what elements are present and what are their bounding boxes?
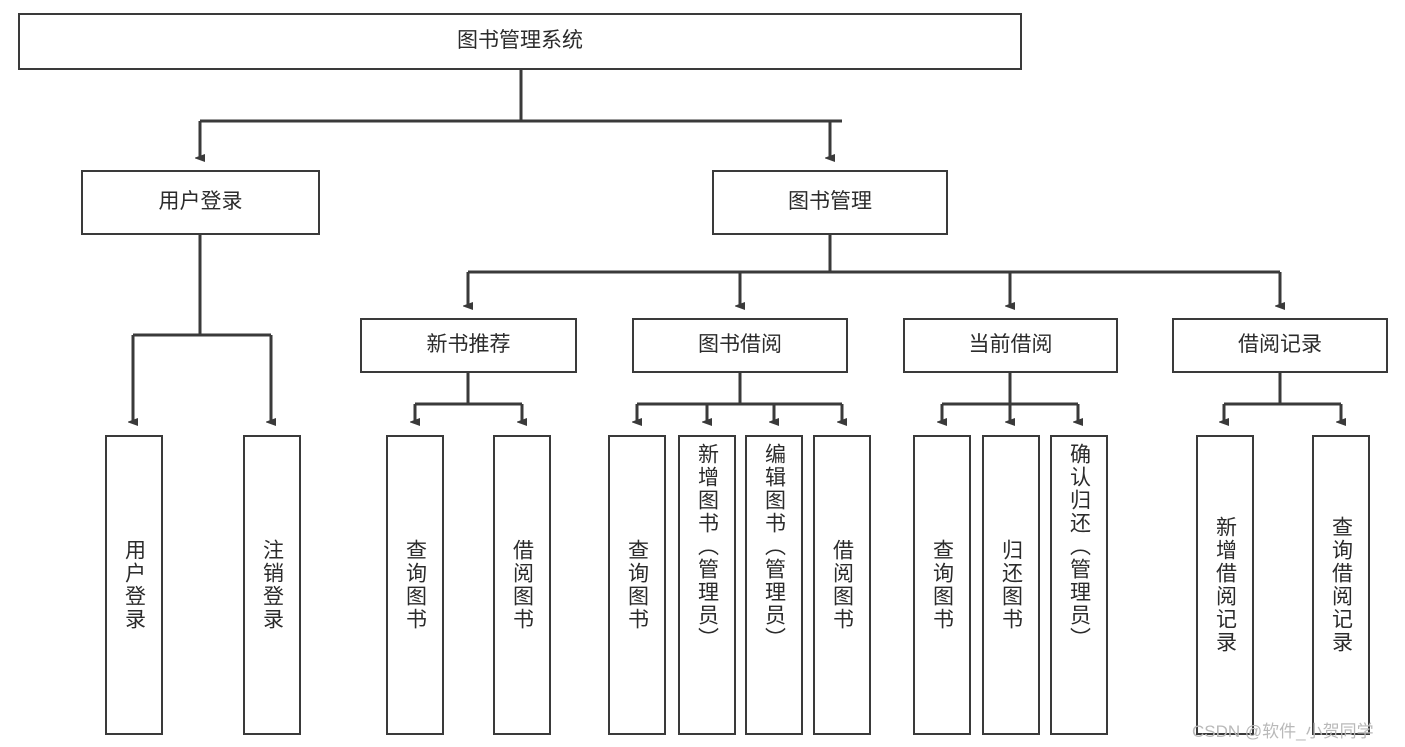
leaf-query-book-2[interactable]: 查询图书	[608, 435, 666, 735]
node-current-borrow-label: 当前借阅	[968, 333, 1053, 357]
leaf-confirm-return[interactable]: 确认归还（管理员）	[1050, 435, 1108, 735]
leaf-return-book[interactable]: 归还图书	[982, 435, 1040, 735]
leaf-add-record[interactable]: 新增借阅记录	[1196, 435, 1254, 735]
node-book-borrow[interactable]: 图书借阅	[632, 318, 848, 373]
node-root-label: 图书管理系统	[457, 29, 583, 53]
leaf-query-book-3[interactable]: 查询图书	[913, 435, 971, 735]
leaf-borrow-book-2[interactable]: 借阅图书	[813, 435, 871, 735]
leaf-borrow-book-1[interactable]: 借阅图书	[493, 435, 551, 735]
node-borrow-record[interactable]: 借阅记录	[1172, 318, 1388, 373]
leaf-borrow-book-1-label: 借阅图书	[510, 539, 534, 631]
node-root[interactable]: 图书管理系统	[18, 13, 1022, 70]
leaf-confirm-return-label: 确认归还（管理员）	[1067, 443, 1091, 650]
leaf-query-book-1[interactable]: 查询图书	[386, 435, 444, 735]
node-book-management[interactable]: 图书管理	[712, 170, 948, 235]
node-book-borrow-label: 图书借阅	[698, 333, 782, 357]
leaf-user-login-label: 用户登录	[122, 539, 146, 631]
leaf-query-record-label: 查询借阅记录	[1329, 516, 1353, 654]
leaf-add-book-label: 新增图书（管理员）	[695, 443, 719, 650]
node-borrow-record-label: 借阅记录	[1238, 333, 1322, 357]
leaf-query-book-1-label: 查询图书	[403, 539, 427, 631]
leaf-query-book-2-label: 查询图书	[625, 539, 649, 631]
node-new-book-recommend-label: 新书推荐	[426, 333, 511, 357]
leaf-logout-login-label: 注销登录	[260, 539, 284, 631]
leaf-add-book[interactable]: 新增图书（管理员）	[678, 435, 736, 735]
node-user-login-label: 用户登录	[158, 190, 243, 214]
leaf-logout-login[interactable]: 注销登录	[243, 435, 301, 735]
node-current-borrow[interactable]: 当前借阅	[903, 318, 1118, 373]
leaf-add-record-label: 新增借阅记录	[1213, 516, 1237, 654]
leaf-query-book-3-label: 查询图书	[930, 539, 954, 631]
leaf-edit-book[interactable]: 编辑图书（管理员）	[745, 435, 803, 735]
leaf-return-book-label: 归还图书	[999, 539, 1023, 631]
leaf-query-record[interactable]: 查询借阅记录	[1312, 435, 1370, 735]
node-new-book-recommend[interactable]: 新书推荐	[360, 318, 577, 373]
node-book-management-label: 图书管理	[788, 190, 872, 214]
leaf-borrow-book-2-label: 借阅图书	[830, 539, 854, 631]
node-user-login[interactable]: 用户登录	[81, 170, 320, 235]
leaf-user-login[interactable]: 用户登录	[105, 435, 163, 735]
leaf-edit-book-label: 编辑图书（管理员）	[762, 443, 786, 650]
watermark-text: CSDN @软件_小贺同学	[1192, 722, 1374, 741]
